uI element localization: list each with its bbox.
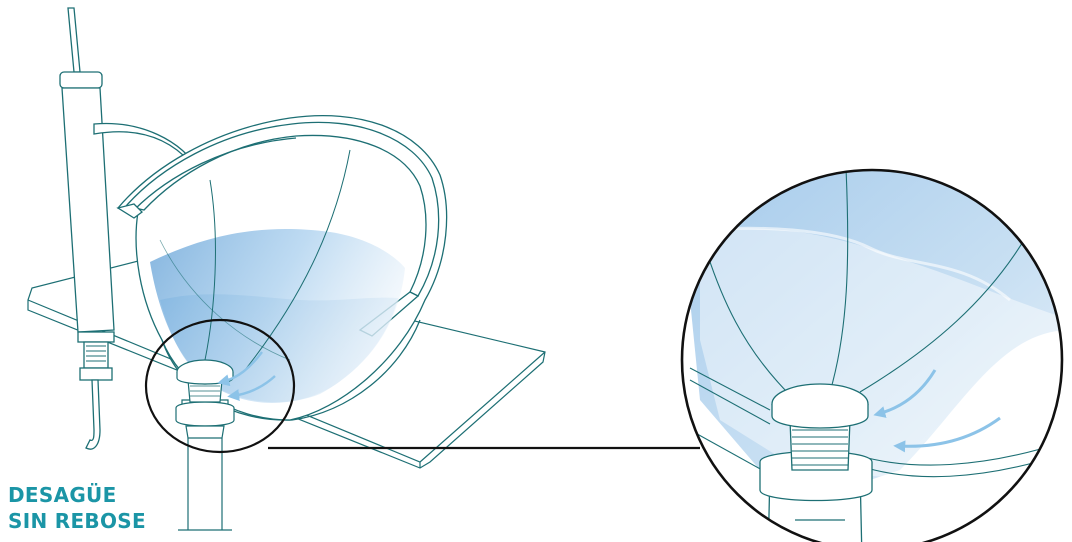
drain-label: DESAGÜE SIN REBOSE [8, 482, 146, 534]
drain-detail-magnifier [680, 168, 1064, 542]
vessel-sink [116, 114, 448, 421]
callout [144, 318, 700, 454]
drain-label-line1: DESAGÜE [8, 483, 117, 507]
flow-arrows-small [217, 351, 276, 402]
drain-label-line2: SIN REBOSE [8, 509, 146, 533]
